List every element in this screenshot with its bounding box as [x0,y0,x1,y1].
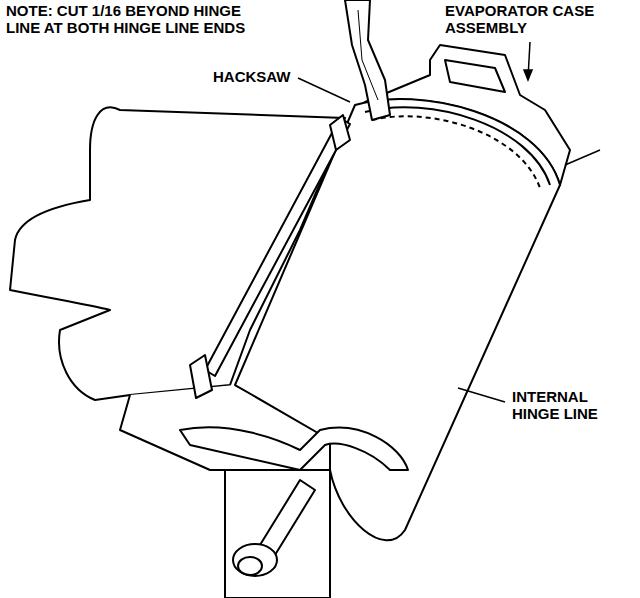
part-label: INTERNAL HINGE LINE [512,388,622,422]
core-rim-inner [372,116,540,188]
hinge-end-bottom [190,355,212,398]
case-bracket [445,60,505,92]
tube-housing [225,470,330,598]
core-rim [365,107,550,185]
note-text: NOTE: CUT 1/16 BEYOND HINGE LINE AT BOTH… [6,2,271,36]
fitting-bore [238,557,262,575]
leader-line [565,150,600,165]
part-label: HACKSAW [213,68,303,85]
part-label: EVAPORATOR CASE ASSEMBLY [445,2,595,36]
hinge-end-top [330,115,350,150]
hacksaw [345,0,390,120]
hacksaw-blade [358,10,378,100]
fitting-nut [233,544,277,576]
lower-edge [180,427,408,470]
leader-line [298,78,350,102]
hinge-strip [205,118,350,376]
arrowhead [524,70,532,80]
leader-line [458,388,505,402]
tube [260,480,315,555]
